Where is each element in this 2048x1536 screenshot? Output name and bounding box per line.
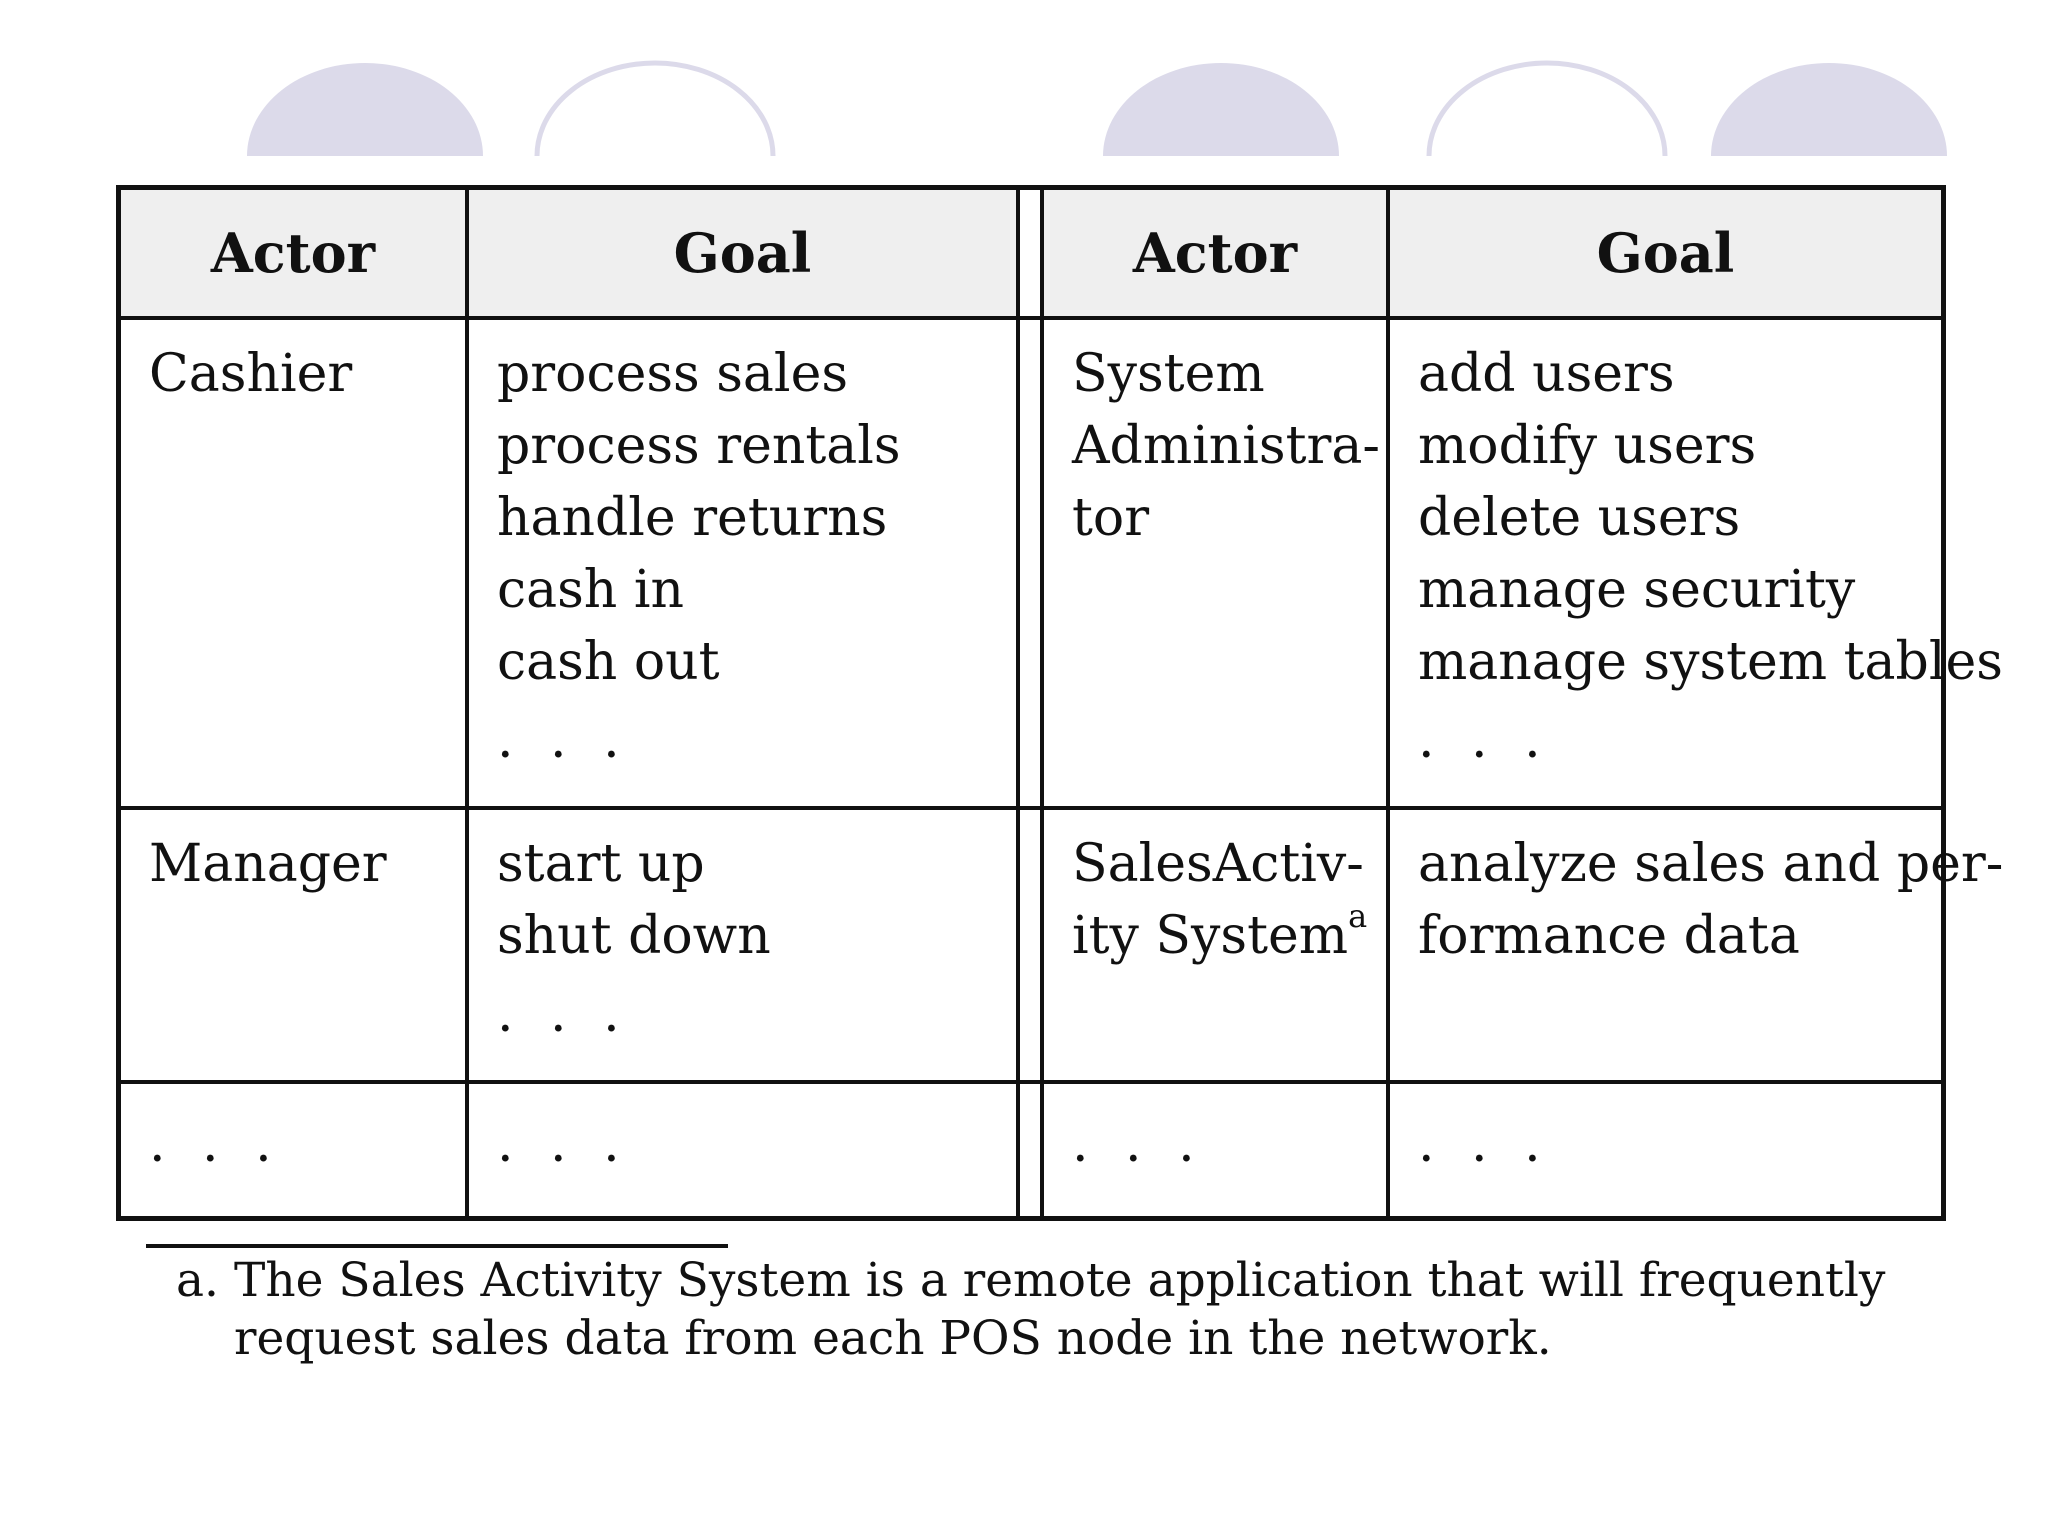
goal-cell: analyze sales and per- formance data	[1386, 806, 2004, 1084]
goal-item: modify users	[1418, 416, 1757, 476]
table-header-row: Actor Goal Actor Goal	[121, 190, 1941, 320]
filled-semicircle-1	[247, 63, 483, 156]
actor-name-line: tor	[1072, 488, 1150, 548]
goal-item: process sales	[497, 344, 849, 404]
column-separator	[1016, 190, 1044, 320]
goal-item: process rentals	[497, 416, 901, 476]
actor-name: Cashier	[149, 344, 353, 404]
header-actor-left: Actor	[121, 190, 469, 320]
actor-name-word: Activ-	[1212, 834, 1364, 894]
outline-arc-1	[534, 60, 776, 157]
goal-ellipsis: . . .	[497, 710, 630, 770]
goal-item: delete users	[1418, 488, 1741, 548]
goal-item: add users	[1418, 344, 1675, 404]
column-separator	[1016, 806, 1044, 1084]
footnote-text: The Sales Activity System is a remote ap…	[234, 1253, 1886, 1366]
actor-cell: Manager	[121, 806, 469, 1084]
ellipsis-cell: . . .	[1040, 1080, 1390, 1216]
goal-item: start up	[497, 834, 705, 894]
goal-item: manage security	[1418, 560, 1856, 620]
filled-semicircle-3	[1711, 63, 1947, 156]
goal-ellipsis: . . .	[497, 984, 630, 1044]
table-row: . . . . . . . . . . . .	[121, 1080, 1941, 1216]
actor-cell: Sales Activ- ity Systema	[1040, 806, 1390, 1084]
footnote-marker: a	[1348, 897, 1368, 935]
table-row: Cashier process sales process rentals ha…	[121, 316, 2003, 810]
footnote-rule	[146, 1244, 728, 1248]
actor-cell: System Administra- tor	[1040, 316, 1390, 810]
actor-cell: Cashier	[121, 316, 469, 810]
row-ellipsis: . . .	[1418, 1114, 1551, 1174]
actor-goal-table: Actor Goal Actor Goal Cashier process sa…	[116, 185, 2004, 1221]
ellipsis-cell: . . .	[465, 1080, 1020, 1216]
footnote: a. The Sales Activity System is a remote…	[176, 1252, 1936, 1368]
goal-cell: add users modify users delete users mana…	[1386, 316, 2003, 810]
goal-item: formance data	[1418, 906, 1800, 966]
goal-item: cash in	[497, 560, 684, 620]
row-ellipsis: . . .	[497, 1114, 630, 1174]
header-goal-left: Goal	[465, 190, 1020, 320]
outline-arc-2	[1426, 60, 1668, 157]
column-separator	[1016, 316, 1044, 810]
filled-semicircle-2	[1103, 63, 1339, 156]
row-ellipsis: . . .	[149, 1114, 282, 1174]
actor-name-line: Administra-	[1072, 416, 1380, 476]
goal-ellipsis: . . .	[1418, 710, 1551, 770]
row-ellipsis: . . .	[1072, 1114, 1205, 1174]
actor-name-word: ity System	[1072, 906, 1349, 966]
actor-name-line: ity Systema	[1072, 900, 1386, 972]
actor-name-line: Sales Activ-	[1072, 828, 1364, 900]
goal-cell: start up shut down . . .	[465, 806, 1020, 1084]
ellipsis-cell: . . .	[121, 1080, 469, 1216]
actor-name-word: Sales	[1072, 834, 1213, 894]
table-row: Manager start up shut down . . . Sales A…	[121, 806, 2004, 1084]
goal-cell: process sales process rentals handle ret…	[465, 316, 1020, 810]
goal-item: analyze sales and per-	[1418, 834, 2004, 894]
goal-item: handle returns	[497, 488, 888, 548]
footnote-label: a.	[176, 1253, 219, 1308]
column-separator	[1016, 1080, 1044, 1216]
goal-item: shut down	[497, 906, 771, 966]
goal-item: manage system tables	[1418, 632, 2003, 692]
decorative-circles	[247, 60, 1947, 157]
actor-name-line: System	[1072, 344, 1265, 404]
header-actor-right: Actor	[1040, 190, 1390, 320]
header-goal-right: Goal	[1386, 190, 1941, 320]
actor-name: Manager	[149, 834, 387, 894]
goal-item: cash out	[497, 632, 720, 692]
ellipsis-cell: . . .	[1386, 1080, 1941, 1216]
